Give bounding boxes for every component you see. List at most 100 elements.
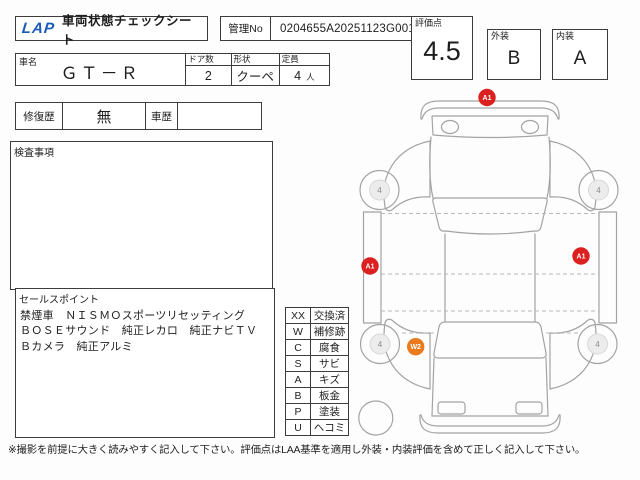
legend-label: キズ — [310, 371, 349, 388]
headlight-right — [520, 119, 540, 135]
headlight-left — [440, 119, 460, 135]
legend-code: W — [285, 323, 311, 340]
vehicle-shape-value: クーペ — [236, 70, 274, 84]
car-damage-diagram: 4 4 4 4 A1 A1 A1 W2 — [358, 88, 619, 436]
control-no-box: 管理No 0204655A20251123G001 — [220, 16, 425, 41]
vehicle-name-cell: 車名 ＧＴ－Ｒ — [16, 54, 185, 85]
overall-score-value: 4.5 — [423, 36, 461, 66]
inspection-items-label: 検査事項 — [14, 148, 54, 159]
sales-points-box: セールスポイント 禁煙車 ＮＩＳＭＯスポーツリセッティング ＢＯＳＥサウンド 純正… — [15, 288, 275, 438]
front-right-fender — [549, 140, 597, 212]
control-no-value: 0204655A20251123G001 — [280, 22, 415, 35]
rear-left-wheel-grade: 4 — [378, 340, 383, 349]
damage-marker-left: A1 — [361, 257, 379, 275]
vehicle-shape-label: 形状 — [231, 54, 279, 66]
damage-marker-top-circle — [478, 88, 496, 107]
legend-label: ヘコミ — [310, 419, 349, 436]
sheet-title: 車両状態チェックシート — [62, 13, 193, 47]
car-history-label: 車歴 — [145, 103, 177, 129]
legend-label: 板金 — [310, 387, 349, 404]
taillight-right — [515, 401, 543, 415]
front-right-wheel: 4 — [578, 169, 619, 211]
front-left-fender — [383, 140, 431, 212]
vehicle-shape-cell: 形状 クーペ — [230, 54, 279, 85]
exterior-score-label: 外装 — [491, 31, 510, 41]
legend-label: 塗装 — [310, 403, 349, 420]
damage-marker-wheel-label: W2 — [410, 344, 421, 351]
rear-right-fender — [549, 318, 597, 390]
rear-left-wheel: 4 — [359, 323, 401, 365]
rear-right-wheel: 4 — [577, 323, 618, 365]
vehicle-capacity-label: 定員 — [279, 54, 329, 66]
legend-label: 補修跡 — [310, 323, 349, 340]
footer-note: ※撮影を前提に大きく読みやすく記入して下さい。評価点はLAA基準を適用し外装・内… — [8, 445, 586, 456]
damage-marker-top: A1 — [478, 88, 496, 107]
front-bumper — [420, 100, 560, 120]
legend-code: U — [285, 419, 311, 436]
rear-right-wheel-grade: 4 — [595, 340, 600, 349]
vehicle-info-table: 車名 ＧＴ－Ｒ ドア数 2 形状 クーペ 定員 4 人 — [15, 53, 330, 86]
windshield — [432, 197, 548, 235]
header-logo-box: LAP 車両状態チェックシート — [15, 14, 208, 47]
car-history-value — [177, 103, 261, 129]
vehicle-capacity-value: 4 — [294, 68, 302, 83]
interior-score-value: A — [573, 48, 587, 69]
repair-history-value: 無 — [62, 103, 145, 129]
damage-marker-wheel-circle — [407, 338, 425, 356]
damage-marker-right-label: A1 — [577, 254, 586, 261]
trunk-left-edge — [431, 357, 435, 417]
repair-history-label: 修復歴 — [23, 110, 55, 123]
rear-window — [433, 321, 547, 359]
vehicle-capacity-unit: 人 — [306, 72, 315, 82]
control-no-label: 管理No — [221, 17, 271, 40]
rear-left-fender — [383, 318, 431, 390]
inspection-items-box: 検査事項 — [10, 141, 273, 290]
damage-marker-right-circle — [572, 247, 590, 265]
damage-marker-right: A1 — [572, 247, 590, 265]
front-left-wheel-grade: 4 — [377, 186, 382, 195]
taillight-left — [437, 401, 466, 415]
exterior-score-box: 外装 B — [487, 29, 541, 80]
sales-point-line: ＢＯＳＥサウンド 純正レカロ 純正ナビＴＶ — [20, 325, 258, 338]
damage-marker-left-circle — [361, 257, 379, 275]
overall-score-box: 評価点 4.5 — [411, 16, 473, 80]
legend-label: サビ — [310, 355, 349, 372]
vehicle-doors-value: 2 — [204, 68, 212, 83]
legend-code: A — [285, 371, 311, 388]
legend-label: 腐食 — [310, 339, 349, 356]
spare-tire — [358, 400, 394, 436]
legend-label: 交換済 — [310, 307, 349, 324]
sales-point-line: 禁煙車 ＮＩＳＭＯスポーツリセッティング — [20, 310, 246, 322]
front-left-wheel: 4 — [359, 169, 400, 211]
legend-code: C — [285, 339, 311, 356]
vehicle-doors-cell: ドア数 2 — [185, 54, 231, 85]
overall-score-label: 評価点 — [415, 18, 443, 28]
front-right-wheel-grade: 4 — [596, 186, 601, 195]
exterior-score-value: B — [507, 48, 521, 69]
interior-score-box: 内装 A — [552, 29, 608, 80]
legend-code: P — [285, 403, 311, 420]
rear-bumper — [419, 414, 561, 434]
sales-lines: 禁煙車 ＮＩＳＭＯスポーツリセッティング ＢＯＳＥサウンド 純正レカロ 純正ナビＴ… — [16, 306, 274, 355]
legend-code: S — [285, 355, 311, 372]
interior-score-label: 内装 — [556, 31, 575, 41]
laa-logo: LAP — [21, 20, 56, 37]
trunk-right-edge — [545, 357, 549, 417]
legend-code: B — [285, 387, 311, 404]
sales-point-line: Ｂカメラ 純正アルミ — [20, 340, 133, 353]
hood-panel — [431, 115, 549, 139]
vehicle-name-label: 車名 — [19, 57, 38, 67]
damage-marker-wheel: W2 — [407, 338, 425, 356]
sales-points-label: セールスポイント — [19, 295, 99, 306]
vehicle-capacity-cell: 定員 4 人 — [278, 54, 329, 85]
